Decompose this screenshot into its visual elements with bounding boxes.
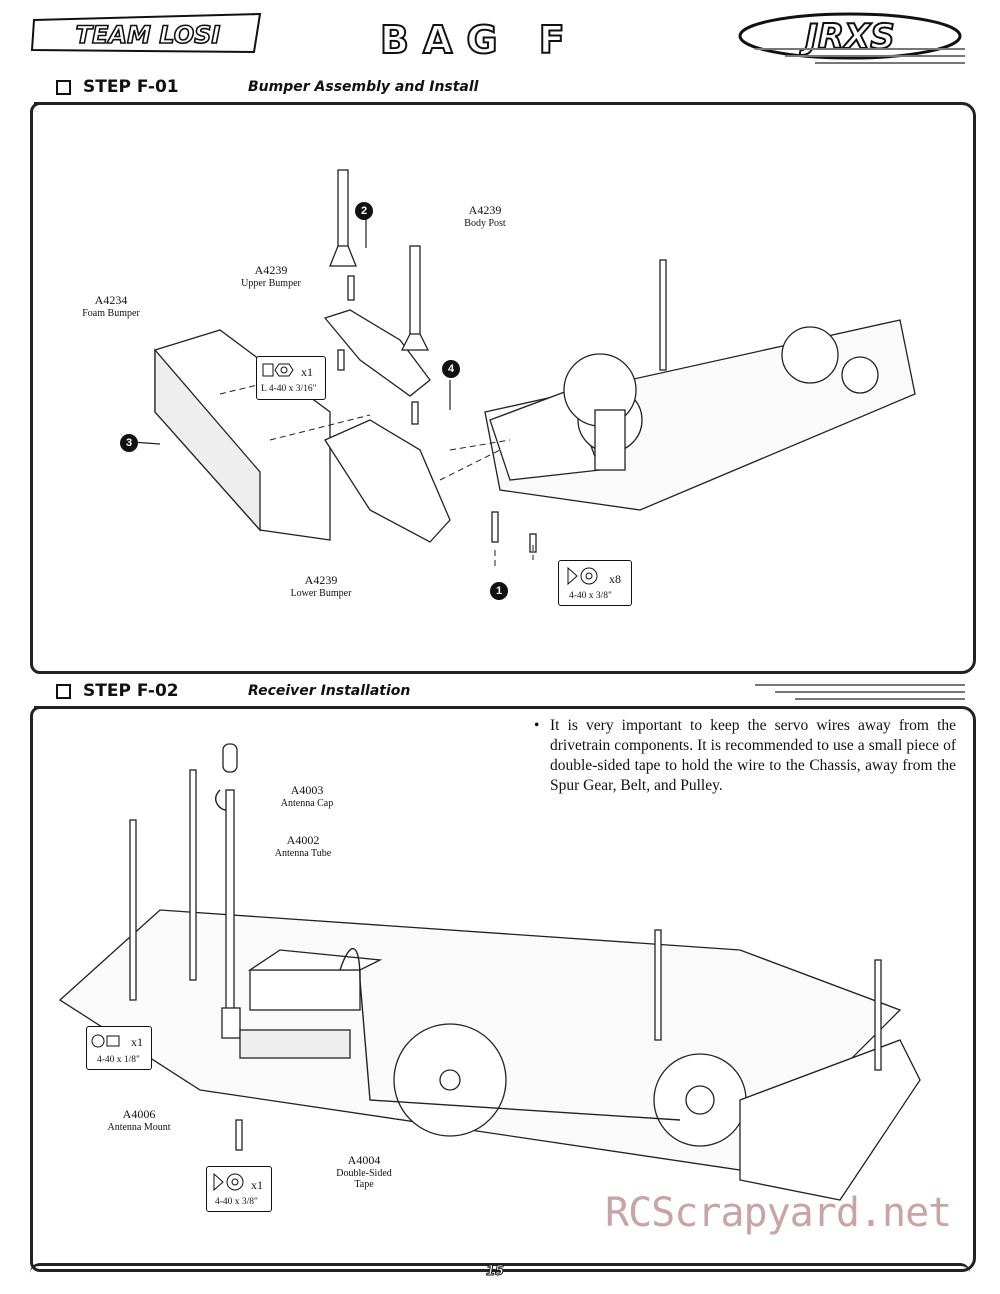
front-bumper bbox=[739, 1039, 921, 1201]
hardware-box-locknut: x1 L 4-40 x 3/16" bbox=[256, 356, 326, 400]
sequence-step-2: 2 bbox=[355, 202, 373, 220]
step-f02-label: STEP F-02 bbox=[34, 676, 220, 708]
hardware-box-screw-x8: x8 4-40 x 3/8" bbox=[558, 560, 632, 606]
svg-text:JRXS: JRXS bbox=[799, 17, 895, 57]
step-f01-label: STEP F-01 bbox=[34, 72, 220, 104]
antenna-mount bbox=[221, 1007, 241, 1039]
step-f01-subtitle: Bumper Assembly and Install bbox=[248, 79, 479, 95]
installation-note: • It is very important to keep the servo… bbox=[534, 717, 956, 794]
antenna-cap bbox=[222, 743, 238, 773]
step-f01-panel bbox=[30, 102, 976, 674]
jrxs-logo: JRXS bbox=[738, 12, 962, 60]
sequence-step-4: 4 bbox=[442, 360, 460, 378]
body-post-rear bbox=[409, 245, 421, 337]
receiver-installation-diagram bbox=[58, 743, 921, 1201]
locknut-icon bbox=[262, 363, 294, 377]
page-number: 15 bbox=[485, 1264, 505, 1280]
screw-icon bbox=[213, 1172, 244, 1192]
sequence-step-1: 1 bbox=[490, 582, 508, 600]
step-f02-rule-lines bbox=[755, 684, 965, 705]
team-losi-logo: TEAM LOSI bbox=[30, 12, 262, 54]
page-footer bbox=[30, 1263, 970, 1286]
watermark: RCScrapyard.net bbox=[605, 1190, 952, 1236]
setscrew-icon bbox=[91, 1034, 120, 1048]
screw-icon bbox=[567, 566, 598, 586]
step-f02-panel bbox=[30, 706, 976, 1272]
lower-bumper bbox=[324, 419, 451, 543]
upper-bumper bbox=[323, 309, 431, 397]
header-rule-lines bbox=[755, 48, 965, 69]
double-sided-tape bbox=[239, 1029, 351, 1059]
antenna-tube bbox=[225, 789, 235, 1011]
receiver bbox=[249, 969, 361, 1011]
step-f02-subtitle: Receiver Installation bbox=[248, 683, 411, 699]
body-post-front bbox=[337, 169, 349, 251]
sequence-step-3: 3 bbox=[120, 434, 138, 452]
hardware-box-setscrew: x1 4-40 x 1/8" bbox=[86, 1026, 152, 1070]
bag-title: BAG F bbox=[379, 17, 579, 63]
svg-text:TEAM LOSI: TEAM LOSI bbox=[76, 21, 221, 49]
hardware-box-screw-x1: x1 4-40 x 3/8" bbox=[206, 1166, 272, 1212]
